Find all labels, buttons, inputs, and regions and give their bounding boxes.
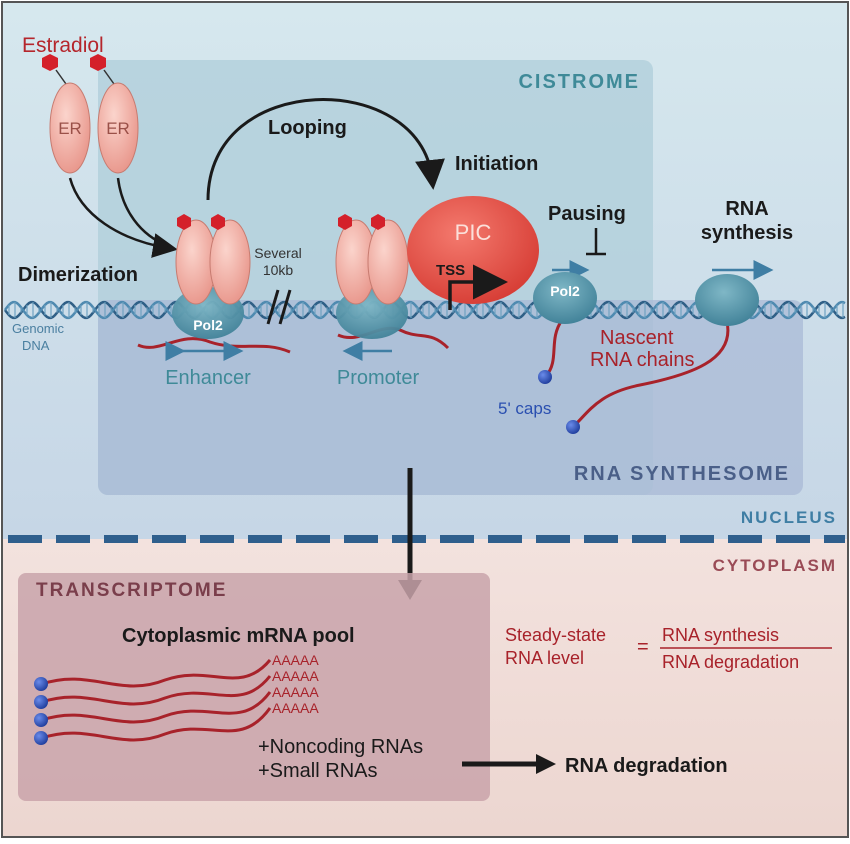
pol2-enhancer-label: Pol2 (193, 317, 223, 333)
genomic-dna-label-line1: Genomic (12, 321, 65, 336)
nascent-label-line2: RNA chains (590, 349, 695, 371)
degradation-arrow-head (536, 754, 556, 774)
nucleus-label: NUCLEUS (741, 508, 837, 527)
fraction-denominator: RNA degradation (662, 652, 799, 672)
genomic-dna-label-line2: DNA (22, 338, 50, 353)
pausing-label: Pausing (548, 203, 626, 225)
polya-tail-4: AAAAA (272, 700, 319, 716)
estradiol-bound-4 (371, 214, 385, 230)
polya-tail-2: AAAAA (272, 668, 319, 684)
tss-arrow (448, 264, 508, 310)
rna-degradation-label: RNA degradation (565, 755, 728, 777)
polya-tail-3: AAAAA (272, 684, 319, 700)
cytoplasm-label: CYTOPLASM (713, 556, 837, 575)
mrna-cap-3 (34, 713, 48, 727)
equals-sign: = (637, 636, 649, 658)
rna-synthesis-top-line2: synthesis (701, 222, 793, 244)
mrna-pool-label: Cytoplasmic mRNA pool (122, 625, 355, 647)
polya-tail-1: AAAAA (272, 652, 319, 668)
estradiol-label: Estradiol (22, 34, 104, 57)
5-cap-1 (538, 370, 552, 384)
several-label-line2: 10kb (263, 262, 294, 278)
rna-synthesome-label: RNA SYNTHESOME (574, 463, 790, 485)
steady-state-line2: RNA level (505, 648, 584, 668)
enhancer-label: Enhancer (165, 367, 251, 389)
steady-state-line1: Steady-state (505, 625, 606, 645)
dimerization-arrow-1 (68, 177, 178, 258)
er-dimer-promoter-2 (367, 219, 409, 305)
promoter-rna (337, 326, 450, 350)
5-cap-2 (566, 420, 580, 434)
transcriptome-box (18, 573, 490, 801)
initiation-label: Initiation (455, 153, 538, 175)
looping-arrow (206, 98, 445, 201)
transcriptome-label: TRANSCRIPTOME (36, 580, 227, 601)
estradiol-hexagon-1 (42, 54, 58, 71)
elongating-nascent-rna (573, 321, 730, 427)
er-monomer-1 (49, 82, 91, 174)
rna-synthesis-top-line1: RNA (725, 198, 768, 220)
mrna-cap-2 (34, 695, 48, 709)
several-label-line1: Several (254, 245, 301, 261)
pic-label: PIC (455, 220, 492, 245)
er-label-1: ER (58, 119, 82, 138)
estradiol-bound-3 (338, 214, 352, 230)
mrna-strands (41, 659, 272, 742)
estradiol-bound-1 (177, 214, 191, 230)
small-rna-label: +Small RNAs (258, 760, 377, 782)
dimerization-label: Dimerization (18, 264, 138, 286)
pol2-paused-label: Pol2 (550, 283, 580, 299)
tss-label: TSS (436, 262, 465, 279)
estradiol-bound-2 (211, 214, 225, 230)
pol2-paused (533, 272, 597, 324)
caps-label: 5' caps (498, 399, 551, 418)
dimerization-arrow-2 (116, 177, 169, 248)
er-label-2: ER (106, 119, 130, 138)
estradiol-hexagon-2 (90, 54, 106, 71)
fraction-numerator: RNA synthesis (662, 625, 779, 645)
pol2-elongating (695, 274, 759, 326)
cistrome-label: CISTROME (518, 71, 640, 93)
pic-complex (407, 196, 539, 304)
promoter-label: Promoter (337, 367, 420, 389)
mrna-cap-1 (34, 677, 48, 691)
nascent-label-line1: Nascent (600, 327, 674, 349)
break-mark-1 (266, 289, 280, 325)
er-dimer-enhancer-2 (209, 219, 251, 305)
mrna-cap-4 (34, 731, 48, 745)
break-mark-2 (278, 289, 292, 325)
looping-label: Looping (268, 117, 347, 139)
er-monomer-2 (97, 82, 139, 174)
noncoding-label: +Noncoding RNAs (258, 736, 423, 758)
